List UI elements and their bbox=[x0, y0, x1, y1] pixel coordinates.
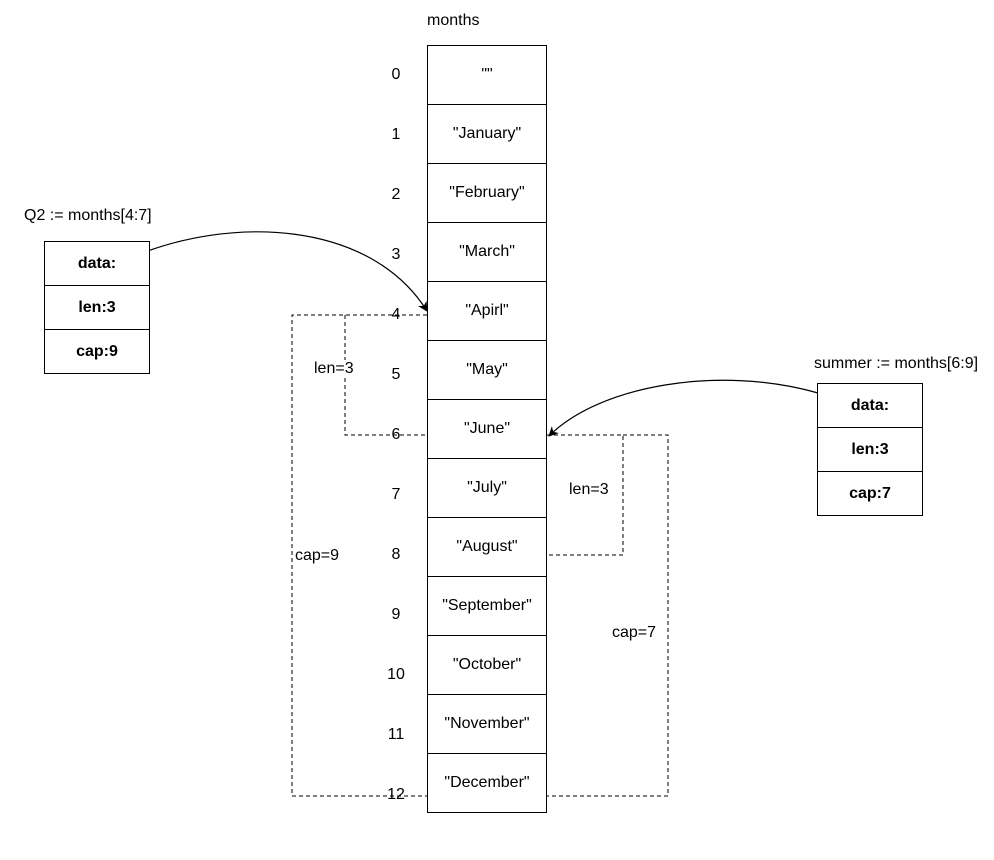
array-index: 2 bbox=[391, 186, 401, 203]
q2-len-bracket bbox=[344, 315, 427, 436]
q2-data-pointer-arrow bbox=[129, 231, 428, 312]
array-cell: "August" bbox=[427, 517, 547, 577]
array-cell: "November" bbox=[427, 694, 547, 754]
array-cell: "December" bbox=[427, 753, 547, 813]
array-cell: "January" bbox=[427, 104, 547, 164]
array-index: 9 bbox=[391, 606, 401, 623]
summer-len-field: len:3 bbox=[817, 427, 923, 472]
array-index: 0 bbox=[391, 66, 401, 83]
q2-slice-header: data: len:3 cap:9 bbox=[44, 241, 150, 374]
array-index: 8 bbox=[391, 546, 401, 563]
array-cell: "May" bbox=[427, 340, 547, 400]
array-title: months bbox=[427, 12, 480, 29]
q2-len-field: len:3 bbox=[44, 285, 150, 330]
array-cell: "June" bbox=[427, 399, 547, 459]
array-cell: "September" bbox=[427, 576, 547, 636]
array-index: 12 bbox=[387, 786, 405, 803]
summer-cap-label: cap=7 bbox=[611, 624, 658, 642]
array-cell: "July" bbox=[427, 458, 547, 518]
array-index: 11 bbox=[387, 726, 405, 743]
q2-title: Q2 := months[4:7] bbox=[24, 207, 152, 224]
summer-slice-header: data: len:3 cap:7 bbox=[817, 383, 923, 516]
summer-cap-field: cap:7 bbox=[817, 471, 923, 516]
array-index: 7 bbox=[391, 486, 401, 503]
summer-data-field: data: bbox=[817, 383, 923, 428]
array-index: 3 bbox=[391, 246, 401, 263]
summer-data-pointer-arrow bbox=[548, 379, 819, 437]
q2-cap-field: cap:9 bbox=[44, 329, 150, 374]
array-index: 10 bbox=[387, 666, 405, 683]
q2-len-label: len=3 bbox=[313, 360, 355, 378]
array-index: 5 bbox=[391, 366, 401, 383]
summer-len-label: len=3 bbox=[568, 481, 610, 499]
array-index: 1 bbox=[391, 126, 401, 143]
summer-cap-bracket bbox=[547, 434, 669, 797]
q2-data-field: data: bbox=[44, 241, 150, 286]
q2-cap-label: cap=9 bbox=[294, 547, 341, 565]
summer-title: summer := months[6:9] bbox=[814, 355, 979, 372]
summer-len-bracket bbox=[547, 434, 624, 556]
months-array: "" "January" "February" "March" "Apirl" … bbox=[427, 45, 547, 813]
